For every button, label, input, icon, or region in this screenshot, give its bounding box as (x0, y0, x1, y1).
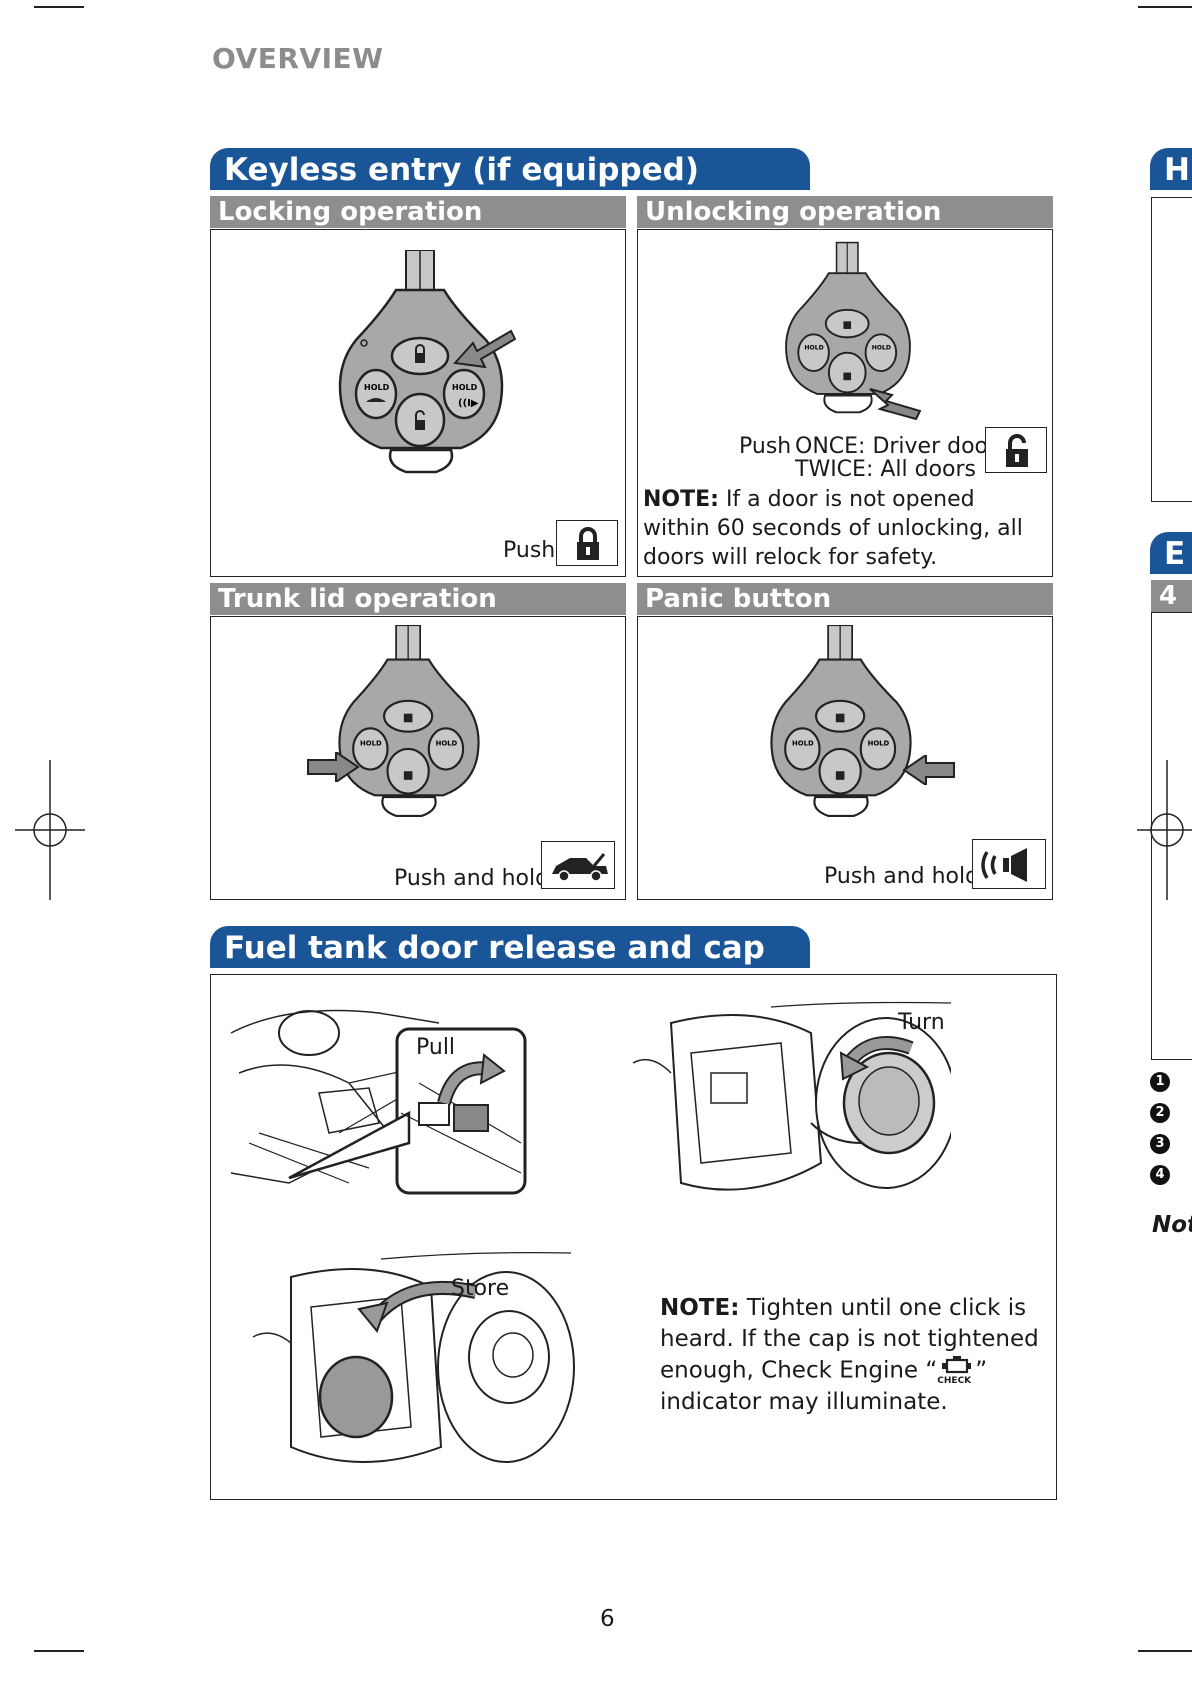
locking-title: Locking operation (210, 196, 626, 228)
numbered-list-edge: 1 2 3 4 (1150, 1072, 1170, 1185)
trunk-action-label: Push and hold (394, 866, 550, 891)
turn-label: Turn (898, 1010, 945, 1035)
svg-text:HOLD: HOLD (452, 383, 478, 392)
registration-mark (1137, 760, 1192, 900)
arrow-icon (452, 329, 517, 369)
unlocking-push-label: Push (739, 434, 792, 459)
svg-text:HOLD: HOLD (436, 739, 458, 747)
fuel-note: NOTE: Tighten until one click is heard. … (660, 1293, 1045, 1418)
panic-action-label: Push and hold (824, 864, 980, 889)
next-section-tab: E (1150, 532, 1192, 574)
fuel-cap-turn-illustration (632, 1001, 951, 1191)
unlock-icon (985, 427, 1047, 473)
interior-release-illustration (230, 1009, 527, 1195)
panic-title: Panic button (637, 583, 1053, 615)
note-label: NOTE: (643, 487, 719, 512)
arrow-icon (902, 755, 955, 785)
arrow-icon (869, 388, 922, 420)
next-subhead: 4 (1151, 580, 1192, 612)
check-engine-icon: CHECK (937, 1355, 975, 1387)
crop-mark (34, 6, 84, 8)
locking-action-label: Push (503, 538, 556, 563)
note-text: ” indicator may illuminate. (660, 1357, 988, 1416)
svg-text:HOLD: HOLD (360, 739, 382, 747)
panic-panel: HOLD HOLD Push and hold (637, 616, 1053, 900)
trunk-title: Trunk lid operation (210, 583, 626, 615)
unlocking-note: NOTE: If a door is not opened within 60 … (643, 485, 1048, 572)
trunk-panel: HOLD HOLD Push and hold (210, 616, 626, 900)
lock-icon (556, 520, 618, 566)
arrow-icon (307, 752, 360, 782)
unlocking-title: Unlocking operation (637, 196, 1053, 228)
check-icon-label: CHECK (937, 1376, 972, 1386)
next-section-tab: H (1150, 148, 1192, 190)
note-label: NOTE: (660, 1295, 740, 1321)
crop-mark (1138, 6, 1192, 8)
section-title-fuel: Fuel tank door release and cap (210, 926, 810, 968)
list-marker: 4 (1150, 1165, 1170, 1185)
list-marker: 3 (1150, 1134, 1170, 1154)
fuel-panel: Pull Turn Store NOTE: Tighten until one … (210, 974, 1057, 1500)
registration-mark (15, 760, 85, 900)
pull-label: Pull (416, 1035, 456, 1060)
store-label: Store (451, 1276, 510, 1301)
svg-text:((I▶: ((I▶ (458, 398, 479, 409)
next-panel-edge (1151, 197, 1192, 502)
unlocking-once-label: ONCE: Driver door (795, 434, 998, 459)
trunk-icon (541, 841, 615, 889)
locking-panel: HOLD HOLD ((I▶ Push (210, 229, 626, 577)
key-fob-illustration: HOLD HOLD (785, 241, 911, 414)
unlocking-panel: HOLD HOLD Push ONCE: Driver door TWICE: … (637, 229, 1053, 577)
crop-mark (34, 1650, 84, 1652)
key-fob-illustration: HOLD HOLD (770, 625, 912, 817)
list-marker: 2 (1150, 1103, 1170, 1123)
key-fob-illustration: HOLD HOLD ((I▶ (338, 250, 504, 474)
svg-text:HOLD: HOLD (868, 739, 890, 747)
svg-text:HOLD: HOLD (804, 345, 823, 352)
svg-text:HOLD: HOLD (872, 345, 891, 352)
next-note-edge: Not (1152, 1212, 1192, 1238)
key-fob-illustration: HOLD HOLD (338, 625, 480, 817)
note-text: Tighten until one click is heard. If the… (660, 1295, 1039, 1384)
fuel-cap-store-illustration (252, 1252, 575, 1463)
section-title-keyless-entry: Keyless entry (if equipped) (210, 148, 810, 190)
svg-text:HOLD: HOLD (364, 383, 390, 392)
horn-icon (972, 839, 1046, 889)
section-header: OVERVIEW (212, 42, 384, 75)
note-text: If a door is not opened within 60 second… (643, 487, 1023, 570)
unlocking-twice-label: TWICE: All doors (795, 457, 977, 482)
svg-text:HOLD: HOLD (792, 739, 814, 747)
crop-mark (1138, 1650, 1192, 1652)
list-marker: 1 (1150, 1072, 1170, 1092)
page-number: 6 (600, 1606, 615, 1632)
